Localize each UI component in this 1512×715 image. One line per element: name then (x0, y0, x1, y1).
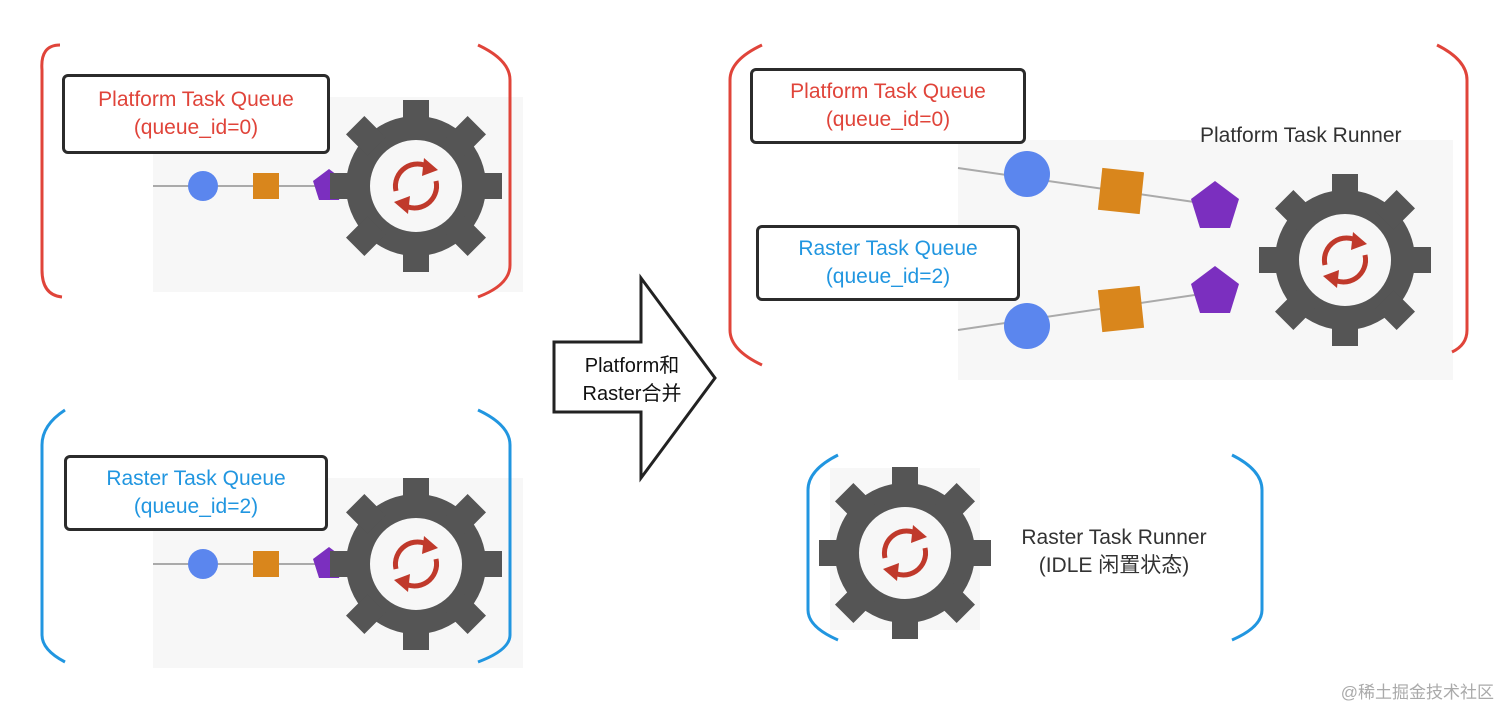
merge-arrow-icon (552, 273, 717, 483)
raster-runner-state: (IDLE 闲置状态) (1038, 554, 1190, 577)
task-circle-icon (188, 171, 218, 201)
queue-id: (queue_id=2) (825, 265, 951, 288)
queue-id: (queue_id=0) (133, 116, 259, 139)
left-bottom-group (40, 408, 523, 668)
queue-id: (queue_id=0) (825, 108, 951, 131)
merge-arrow-label: Platform和 Raster合并 (556, 352, 708, 408)
left-raster-queue-box: Raster Task Queue (queue_id=2) (64, 455, 328, 531)
left-platform-queue-box: Platform Task Queue (queue_id=0) (62, 74, 330, 154)
queue-title: Raster Task Queue (106, 467, 286, 490)
task-square-icon (1097, 167, 1145, 215)
raster-runner-title: Raster Task Runner (1021, 526, 1207, 549)
right-raster-queue-box: Raster Task Queue (queue_id=2) (756, 225, 1020, 301)
right-top-bracket-close (1436, 43, 1469, 354)
task-circle-icon (188, 549, 218, 579)
right-bottom-bracket-open (806, 453, 839, 642)
right-bottom-group (806, 453, 1264, 642)
task-pentagon-icon (1191, 181, 1239, 228)
raster-runner-label: Raster Task Runner (IDLE 闲置状态) (1004, 524, 1224, 580)
task-line (957, 291, 1216, 331)
right-platform-queue-box: Platform Task Queue (queue_id=0) (750, 68, 1026, 144)
right-top-group (728, 43, 1469, 380)
task-square-icon (253, 173, 279, 199)
task-circle-icon (1004, 151, 1050, 197)
right-bottom-bracket-close (1231, 453, 1264, 642)
task-square-icon (253, 551, 279, 577)
queue-id: (queue_id=2) (133, 495, 259, 518)
left-top-bracket-close (477, 43, 512, 299)
task-pentagon-icon (1191, 266, 1239, 313)
merge-arrow-line2: Raster合并 (582, 383, 682, 405)
queue-title: Raster Task Queue (798, 237, 978, 260)
merge-arrow-line1: Platform和 (584, 355, 680, 377)
task-line (957, 167, 1216, 206)
watermark: @稀土掘金技术社区 (1340, 683, 1494, 702)
left-bottom-bracket-close (477, 408, 512, 664)
queue-title: Platform Task Queue (98, 88, 294, 111)
task-circle-icon (1004, 303, 1050, 349)
right-top-bracket-open (728, 43, 763, 367)
task-square-icon (1097, 285, 1145, 333)
left-top-bracket-open (40, 43, 63, 299)
left-bottom-bracket-open (40, 408, 66, 664)
queue-title: Platform Task Queue (790, 80, 986, 103)
platform-runner-label: Platform Task Runner (1200, 124, 1402, 147)
